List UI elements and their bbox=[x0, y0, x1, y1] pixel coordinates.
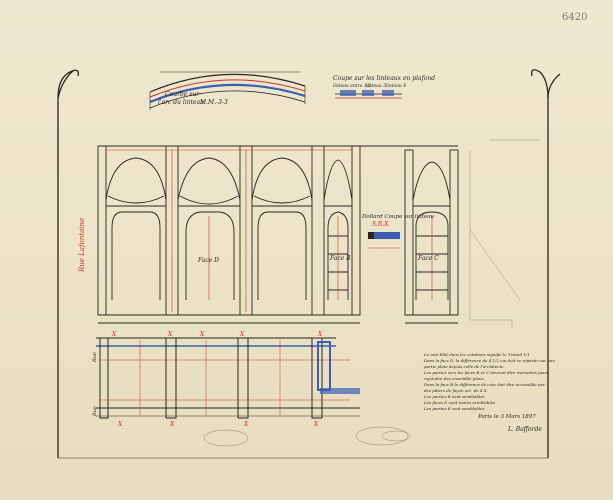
arch-caption-line2: l'arc du linteau bbox=[158, 99, 204, 106]
face-b-label: Face B bbox=[329, 255, 351, 262]
arch-caption-code: M.M.-3-3 bbox=[199, 99, 228, 106]
plan-side-top: Rue bbox=[92, 352, 98, 363]
lintel-sub-3: linteau 4 bbox=[386, 83, 406, 89]
note-line: Les parties vers les faces B et C devron… bbox=[424, 370, 548, 375]
note-line: Les faces D sont toutes semblables bbox=[424, 400, 496, 405]
note-line: des piliers de façon ect. de 4 X. bbox=[424, 388, 488, 393]
date-line: Paris le 3 Mars 1897 bbox=[478, 414, 536, 420]
notes-block: Le mot ESK dans les cotations signifie l… bbox=[424, 352, 555, 412]
note-line: Les parties E sont semblables bbox=[424, 406, 485, 411]
signature: L. Bafforde bbox=[508, 426, 542, 433]
profile-sketch bbox=[469, 139, 540, 328]
plan-mark: X bbox=[199, 331, 205, 338]
elevation-drawing bbox=[97, 145, 459, 324]
plan-mark: X bbox=[243, 421, 249, 428]
section-code: S.R.X bbox=[372, 221, 389, 228]
arch-curve-detail bbox=[149, 71, 306, 110]
lintel-sub-2: linteau 3 bbox=[366, 83, 386, 89]
lintel-title: Coupe sur les linteaux en plafond bbox=[333, 75, 435, 82]
street-label: Rue Lafontaine bbox=[78, 218, 86, 273]
section-label: Dollard Coupe sur linteau bbox=[361, 214, 435, 220]
note-line: rejoindre des ensemble plans. bbox=[424, 376, 485, 381]
plan-mark: X bbox=[169, 421, 175, 428]
lintel-sub-1: linteau entre 1/2 bbox=[333, 83, 371, 89]
plan-mark: X bbox=[167, 331, 173, 338]
plan-mark: X bbox=[239, 331, 245, 338]
note-line: Dans la face D, la différence de 4 1/2 c… bbox=[424, 358, 555, 363]
elevation-dimensions bbox=[106, 149, 433, 312]
face-c-label: Face C bbox=[417, 255, 439, 262]
catalog-mark: 6420 bbox=[562, 12, 588, 23]
face-d-label: Face D bbox=[197, 257, 219, 264]
note-line: Le mot ESK dans les cotations signifie l… bbox=[424, 352, 530, 357]
note-line: partie plate depuis celle de l'architect… bbox=[424, 364, 505, 369]
plan-mark: X bbox=[313, 421, 319, 428]
plan-drawing bbox=[96, 337, 360, 419]
arch-caption-line1: Courbe sur bbox=[165, 91, 200, 98]
sheet-frame bbox=[57, 69, 561, 459]
pencil-sketches bbox=[203, 426, 411, 447]
plan-side-bottom: Rue bbox=[92, 406, 98, 417]
lintel-section-detail bbox=[335, 90, 402, 99]
note-line: Dans la face B la différence de cote doi… bbox=[424, 382, 545, 387]
section-detail bbox=[368, 232, 400, 249]
plan-mark: X bbox=[111, 331, 117, 338]
note-line: Les parties B sont semblables bbox=[424, 394, 485, 399]
plan-mark: X bbox=[317, 331, 323, 338]
plan-mark: X bbox=[117, 421, 123, 428]
